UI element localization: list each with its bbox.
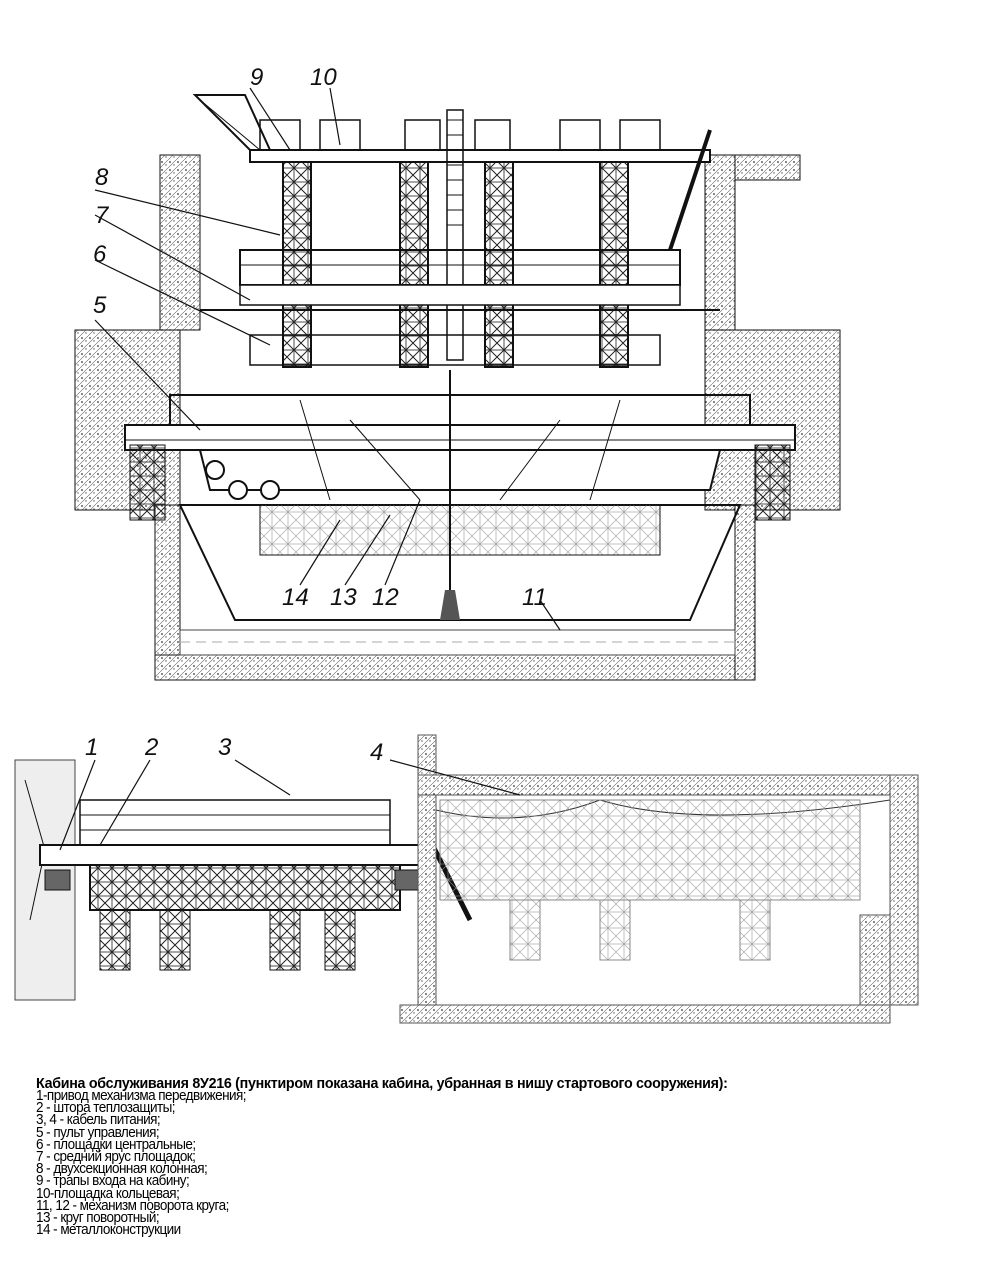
callout-11: 11	[522, 584, 547, 611]
caption-title: Кабина обслуживания 8У216 (пунктиром пок…	[36, 1075, 728, 1092]
callout-12: 12	[372, 584, 399, 611]
callout-4: 4	[370, 739, 383, 766]
callout-7: 7	[95, 202, 110, 229]
callout-6: 6	[93, 241, 107, 268]
legend-item: 7 - средний ярус площадок;	[36, 1148, 196, 1166]
legend-item: 14 - металлоконструкции	[36, 1221, 181, 1239]
callout-14: 14	[282, 584, 309, 611]
callout-9: 9	[250, 64, 263, 91]
legend-item: 8 - двухсекционная колонная;	[36, 1160, 208, 1178]
legend-item: 9 - трапы входа на кабину;	[36, 1172, 190, 1190]
figure-caption: Кабина обслуживания 8У216 (пунктиром пок…	[36, 1075, 796, 1239]
legend-item: 3, 4 - кабель питания;	[36, 1111, 161, 1129]
callout-5: 5	[93, 292, 107, 319]
callout-2: 2	[144, 734, 158, 761]
callout-1: 1	[85, 734, 98, 761]
legend-item: 13 - круг поворотный;	[36, 1209, 160, 1227]
legend-item: 5 - пульт управления;	[36, 1123, 160, 1141]
callout-8: 8	[95, 164, 109, 191]
legend-item: 11, 12 - механизм поворота круга;	[36, 1196, 229, 1214]
pit-section-view	[74, 94, 841, 681]
callout-3: 3	[218, 734, 232, 761]
technical-drawing: 9 10 8 7 6 5 14 13 12 11 1 2 3 4	[14, 64, 919, 1024]
legend-item: 1-привод механизма передвижения;	[36, 1087, 247, 1104]
hatch-circle	[205, 460, 225, 480]
leader-lines	[59, 87, 561, 851]
callout-10: 10	[310, 64, 337, 91]
legend-item: 2 - штора теплозащиты;	[36, 1099, 176, 1117]
callout-13: 13	[330, 584, 357, 611]
side-elevation-view	[14, 734, 919, 1024]
legend-item: 10-площадка кольцевая;	[36, 1184, 180, 1202]
legend-item: 6 - площадки центральные;	[36, 1135, 196, 1153]
